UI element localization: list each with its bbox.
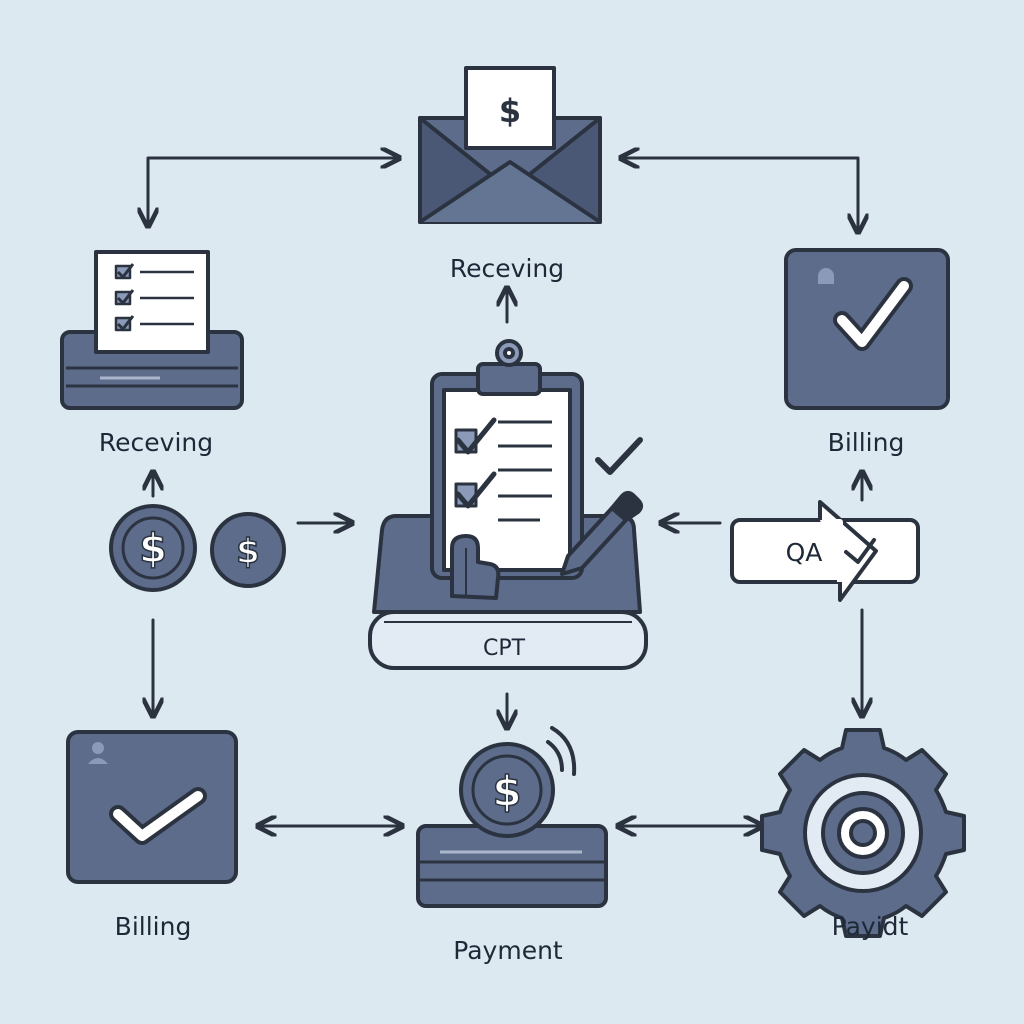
- dollar-sign: $: [492, 767, 521, 816]
- label-receiving-left: Receving: [98, 428, 214, 457]
- arrow-tag-check-icon: [730, 500, 920, 602]
- label-receiving-top: Receving: [449, 254, 565, 283]
- connector-top-right: [625, 158, 858, 228]
- label-payidt: Payidt: [831, 912, 909, 941]
- label-billing-left: Billing: [114, 912, 192, 941]
- dollar-coins-icon: $ $: [109, 504, 286, 592]
- checkmark-box-icon: [784, 248, 950, 410]
- label-payment: Payment: [453, 936, 563, 965]
- connector-top-left: [148, 158, 395, 222]
- dollar-sign: $: [236, 532, 260, 572]
- checklist-tray-icon: [60, 250, 244, 410]
- dollar-sign: $: [499, 92, 521, 130]
- envelope-dollar-icon: $: [418, 66, 602, 224]
- label-billing-right: Billing: [827, 428, 905, 457]
- label-qa: QA: [785, 538, 823, 567]
- gear-target-icon: [760, 728, 966, 938]
- checkmark-box-icon-bottom: [66, 730, 238, 884]
- coin-stack-icon: $: [416, 726, 608, 908]
- connectors: [148, 158, 862, 826]
- dollar-sign: $: [139, 526, 167, 572]
- label-cpt: CPT: [482, 636, 526, 661]
- clipboard-checklist-icon: [368, 339, 648, 670]
